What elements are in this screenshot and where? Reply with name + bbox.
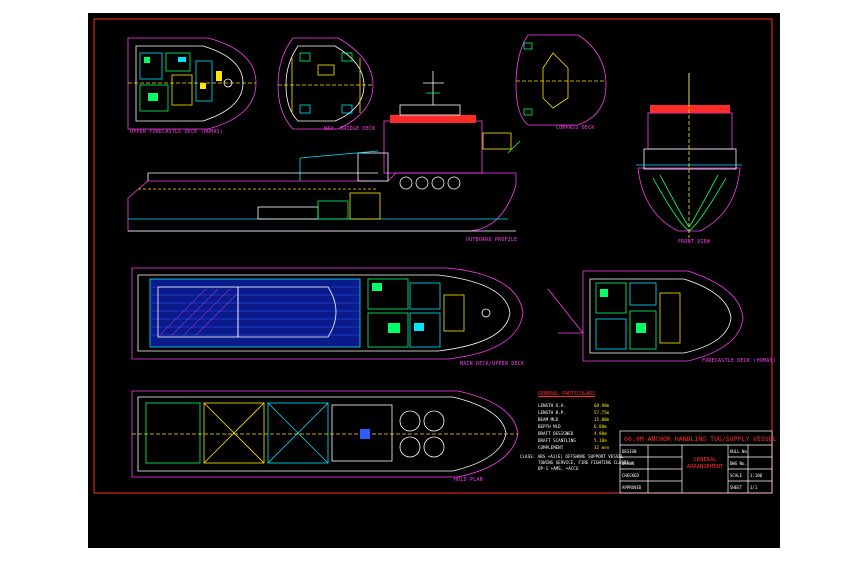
view-label-hold-plan: HOLD PLAN	[454, 477, 483, 483]
nav-bridge-view	[277, 37, 374, 130]
view-label-compass: COMPASS DECK	[556, 125, 595, 131]
tb-label: DRAWN	[622, 461, 635, 466]
class-note: DP-1 +AMS, +ACCU	[538, 466, 579, 471]
view-label-main-deck: MAIN DECK/UPPER DECK	[460, 361, 525, 367]
spec-row: LENGTH B.P.57.75m	[538, 410, 610, 415]
class-note: CLASS: ABS +A1(E) OFFSHORE SUPPORT VESSE…	[520, 454, 624, 459]
vessel-title: 60.9M ANCHOR HANDLING TUG/SUPPLY VESSEL	[624, 435, 777, 443]
drawing-frame	[93, 18, 773, 494]
drawing-canvas[interactable]: UPPER FORECASTLE DECK (HOMAS) NAV. BRIDG…	[88, 13, 780, 548]
tb-label: DESIGN	[622, 449, 637, 454]
view-label-nav-bridge: NAV. BRIDGE DECK	[324, 126, 376, 132]
compass-deck-view	[515, 34, 607, 126]
tb-value: 1/1	[750, 485, 758, 490]
tb-value: 1:100	[750, 473, 763, 478]
specs-title: GENERAL PARTICULARS	[538, 391, 596, 397]
view-label-outboard-profile: OUTBOARD PROFILE	[466, 237, 518, 243]
tb-label: DWG No.	[730, 461, 747, 466]
view-label-front-view: FRONT VIEW	[678, 239, 711, 245]
outboard-profile-view	[127, 71, 521, 232]
view-label-upper-forecastle: UPPER FORECASTLE DECK (HOMAS)	[130, 129, 224, 135]
cad-drawing	[93, 18, 773, 494]
view-label-forecastle: FORECASTLE DECK (HOMAS)	[702, 358, 776, 364]
front-view	[636, 73, 742, 238]
class-note: TOWING SERVICE, FIRE FIGHTING CLASS1	[538, 460, 629, 465]
tb-label: HULL No.	[730, 449, 750, 454]
tb-label: SCALE	[730, 473, 743, 478]
forecastle-deck-view	[547, 270, 744, 362]
tb-label: SHEET	[730, 485, 743, 490]
hold-plan-view	[131, 390, 519, 478]
drawing-name: GENERAL ARRANGEMENT	[686, 457, 724, 470]
tb-label: CHECKED	[622, 473, 639, 478]
tb-label: APPROVED	[622, 485, 642, 490]
spec-row: LENGTH O.A.60.90m	[538, 403, 610, 408]
upper-forecastle-view	[127, 37, 257, 130]
title-block	[619, 430, 773, 494]
main-deck-view	[131, 267, 524, 360]
